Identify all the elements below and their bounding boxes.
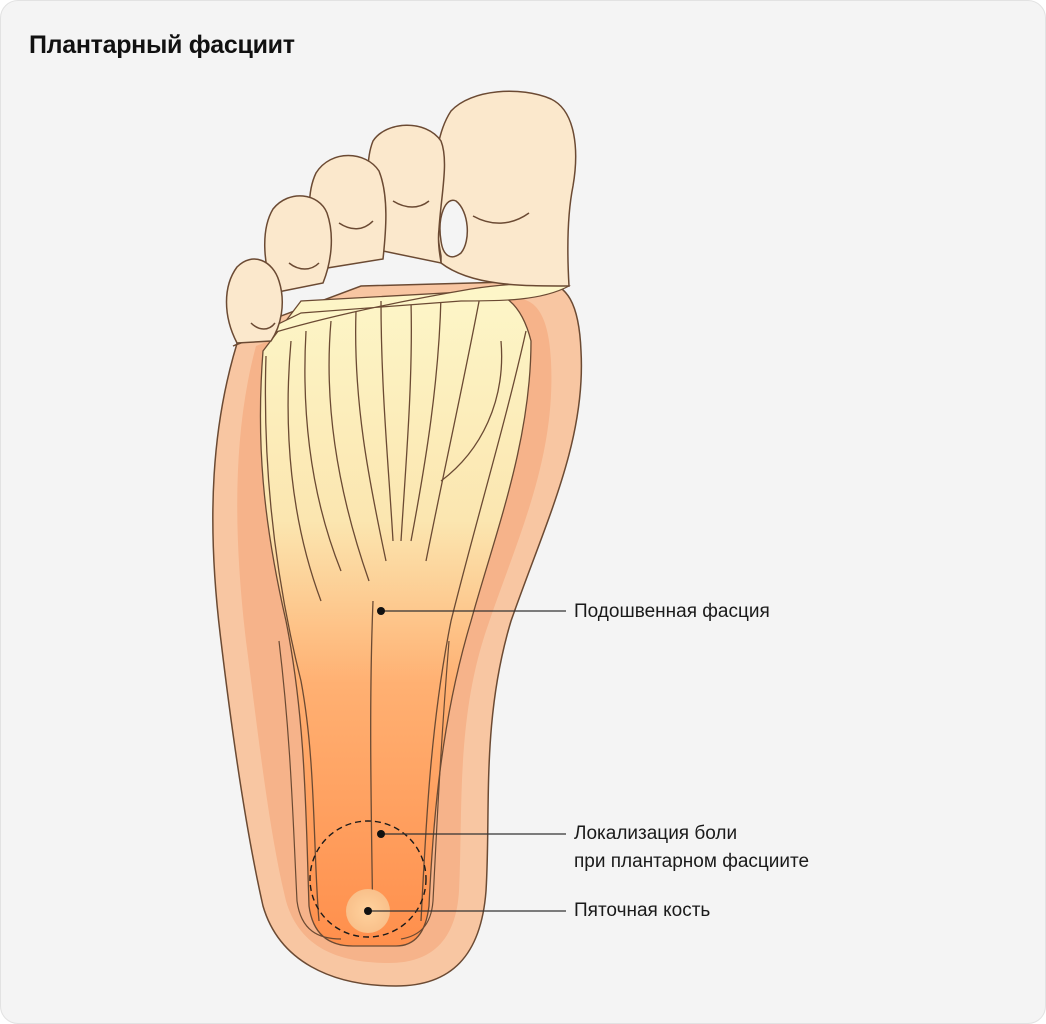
diagram-title: Плантарный фасциит [29,31,295,59]
heel-label: Пяточная кость [574,900,711,921]
fascia-bands [264,290,527,932]
heel-dot [364,907,372,915]
big-toe [433,90,577,287]
toes [225,90,577,344]
pain-dot [377,830,385,838]
pain-label-line2: при плантарном фасциите [574,851,810,872]
plantar-fascia [259,290,532,947]
toe-4 [264,195,333,294]
pain-area [309,820,427,938]
toe-5 [225,258,284,344]
fascia-inner-edges [278,640,450,940]
leader-lines [368,610,566,912]
fascia-dot [377,607,385,615]
fascia-label: Подошвенная фасция [574,601,770,622]
pain-label-line1: Локализация боли [574,823,738,844]
